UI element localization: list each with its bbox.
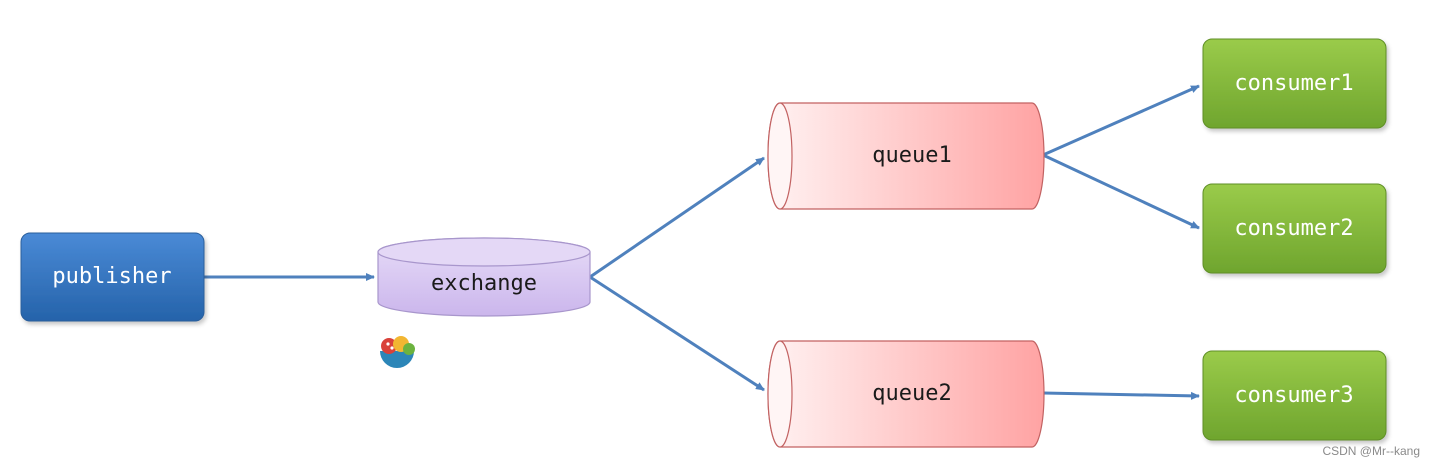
queue2-label: queue2 [872, 381, 951, 406]
consumer1-label: consumer1 [1234, 71, 1353, 96]
exchange-label: exchange [431, 271, 537, 296]
consumer3-box [1202, 350, 1387, 441]
edge-queue2-consumer3 [1042, 391, 1200, 400]
consumer2-node: consumer2 [1202, 183, 1387, 274]
queue1-label: queue1 [872, 143, 951, 168]
edge-exchange-queue1 [589, 156, 765, 279]
consumer1-box [1202, 38, 1387, 129]
queue2-cylinder-end [767, 340, 793, 448]
consumer2-label: consumer2 [1234, 216, 1353, 241]
exchange-cylinder-top [377, 237, 591, 267]
consumer2-box [1202, 183, 1387, 274]
exchange-node: exchange [377, 237, 591, 317]
consumer3-node: consumer3 [1202, 350, 1387, 441]
queue1-node: queue1 [767, 102, 1045, 210]
queue2-node: queue2 [767, 340, 1045, 448]
consumer3-label: consumer3 [1234, 383, 1353, 408]
publisher-label: publisher [52, 264, 171, 289]
edge-exchange-queue2 [589, 275, 765, 392]
consumer1-node: consumer1 [1202, 38, 1387, 129]
watermark: CSDN @Mr--kang [1322, 444, 1420, 458]
queue1-cylinder-end [767, 102, 793, 210]
publisher-box [20, 232, 205, 322]
bowl-icon [380, 336, 415, 368]
edges [204, 84, 1200, 400]
publisher-node: publisher [20, 232, 205, 322]
edge-queue1-consumer2 [1042, 153, 1200, 230]
edge-queue1-consumer1 [1042, 84, 1200, 157]
